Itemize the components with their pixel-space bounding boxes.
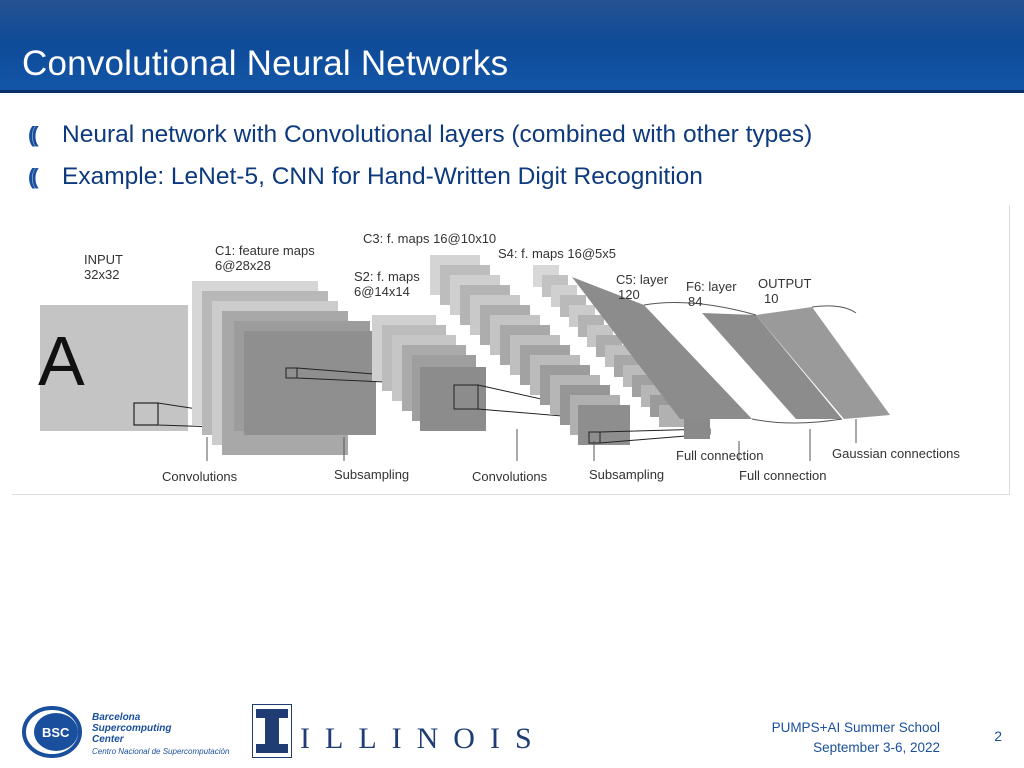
bsc-name-line: Barcelona [92, 712, 141, 723]
full-connection-curve [751, 418, 843, 424]
title-bar-sheen [0, 0, 1024, 44]
event-dates: September 3-6, 2022 [813, 740, 940, 755]
page-number: 2 [994, 728, 1002, 744]
s2-map [420, 367, 486, 431]
output-size: 10 [764, 291, 778, 306]
op-full-connection-1: Full connection [676, 448, 763, 463]
bullet-marker-icon: (( [28, 164, 39, 189]
bullet-text: Neural network with Convolutional layers… [62, 121, 813, 148]
c1-map [244, 331, 376, 435]
full-connection-curve [643, 302, 757, 316]
bullet-item: (( Neural network with Convolutional lay… [28, 114, 988, 156]
s2-label: S2: f. maps [354, 269, 420, 284]
bullet-marker-icon: (( [28, 122, 39, 147]
c1-label: C1: feature maps [215, 243, 315, 258]
illinois-wordmark: ILLINOIS [300, 722, 547, 755]
output-layer [756, 307, 890, 419]
bsc-name-line: Supercomputing [92, 723, 172, 734]
bsc-subtitle: Centro Nacional de Supercomputación [92, 747, 230, 756]
input-image [40, 305, 188, 431]
op-subsampling-2: Subsampling [589, 467, 664, 482]
input-digit: A [38, 322, 85, 400]
s2-size: 6@14x14 [354, 284, 410, 299]
operation-ticks [206, 419, 857, 461]
bsc-logo-icon: BSC [22, 706, 82, 758]
c3-map [578, 405, 630, 445]
lenet-diagram-svg: A INPUT 32x32 C1: feature maps 6@28x28 [38, 231, 960, 484]
bullet-text: Example: LeNet-5, CNN for Hand-Written D… [62, 163, 703, 190]
f6-size: 84 [688, 294, 702, 309]
lenet-diagram: A INPUT 32x32 C1: feature maps 6@28x28 [12, 205, 1010, 495]
bullet-list: (( Neural network with Convolutional lay… [28, 114, 988, 198]
event-info: PUMPS+AI Summer School September 3-6, 20… [772, 718, 940, 758]
footer-logos: BSC Barcelona Supercomputing Center Cent… [22, 700, 582, 760]
s4-label: S4: f. maps 16@5x5 [498, 246, 616, 261]
c5-layer [572, 277, 752, 419]
c5-f6-gap [644, 305, 812, 419]
f6-label: F6: layer [686, 279, 737, 294]
c1-size: 6@28x28 [215, 258, 271, 273]
slide-title: Convolutional Neural Networks [22, 44, 509, 83]
op-subsampling-1: Subsampling [334, 467, 409, 482]
bsc-name-line: Center [92, 734, 124, 745]
op-gaussian-connections: Gaussian connections [832, 446, 960, 461]
bullet-item: (( Example: LeNet-5, CNN for Hand-Writte… [28, 156, 988, 198]
input-size: 32x32 [84, 267, 119, 282]
bsc-name: Barcelona Supercomputing Center Centro N… [92, 712, 229, 757]
c5-label: C5: layer [616, 272, 669, 287]
c3-maps [430, 255, 630, 445]
illinois-block-i-icon [252, 704, 292, 758]
bsc-mark-text: BSC [42, 725, 70, 740]
op-convolutions-1: Convolutions [162, 469, 238, 484]
title-bar: Convolutional Neural Networks [0, 0, 1024, 93]
c5-size: 120 [618, 287, 640, 302]
f6-layer [702, 313, 842, 419]
input-label: INPUT [84, 252, 123, 267]
c3-label: C3: f. maps 16@10x10 [363, 231, 496, 246]
event-name: PUMPS+AI Summer School [771, 720, 940, 735]
op-convolutions-2: Convolutions [472, 469, 548, 484]
op-full-connection-2: Full connection [739, 468, 826, 483]
output-label: OUTPUT [758, 276, 812, 291]
gaussian-curve [811, 305, 857, 314]
